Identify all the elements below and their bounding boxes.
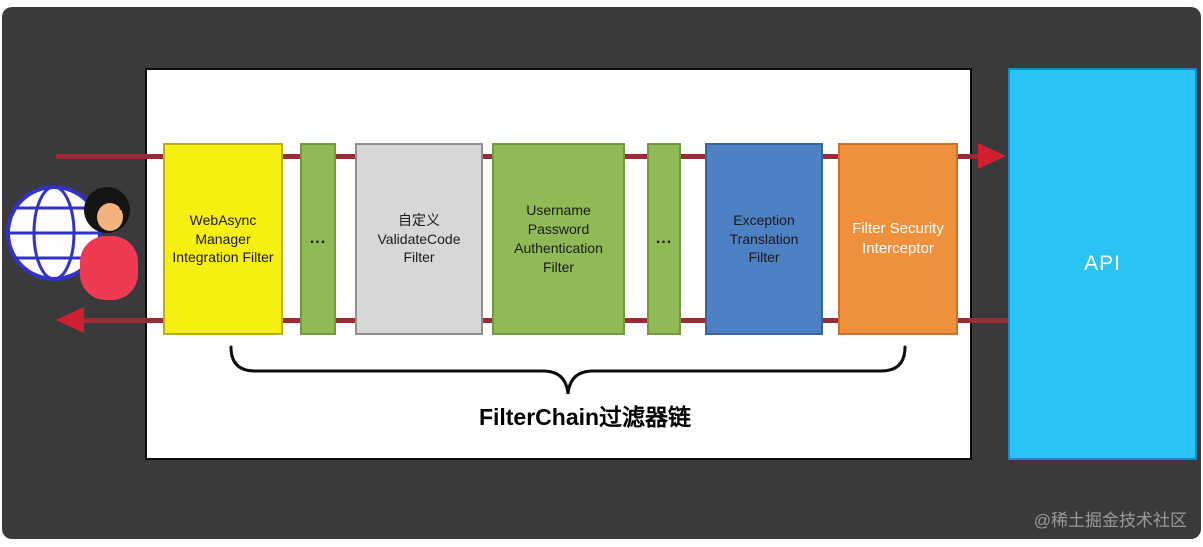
watermark-text: @稀土掘金技术社区 [1033,511,1187,530]
arrowhead-left-icon [56,307,84,333]
filter-box-username-password-authentication: Username Password Authentication Filter [492,143,625,335]
api-box: API [1008,68,1197,460]
filter-chain-label: FilterChain过滤器链 [478,404,692,430]
curly-brace [229,345,907,395]
filter-box-validatecode: 自定义 ValidateCode Filter [355,143,483,335]
filter-box-ellipsis-1: ... [300,143,336,335]
filter-box-exception-translation: Exception Translation Filter [705,143,823,335]
filter-box-filter-security-interceptor: Filter Security Interceptor [838,143,958,335]
arrowhead-right-icon [978,143,1006,169]
globe-user-icon [6,185,138,300]
filter-box-webasync-manager-integration: WebAsync Manager Integration Filter [163,143,283,335]
filter-box-ellipsis-2: ... [647,143,681,335]
